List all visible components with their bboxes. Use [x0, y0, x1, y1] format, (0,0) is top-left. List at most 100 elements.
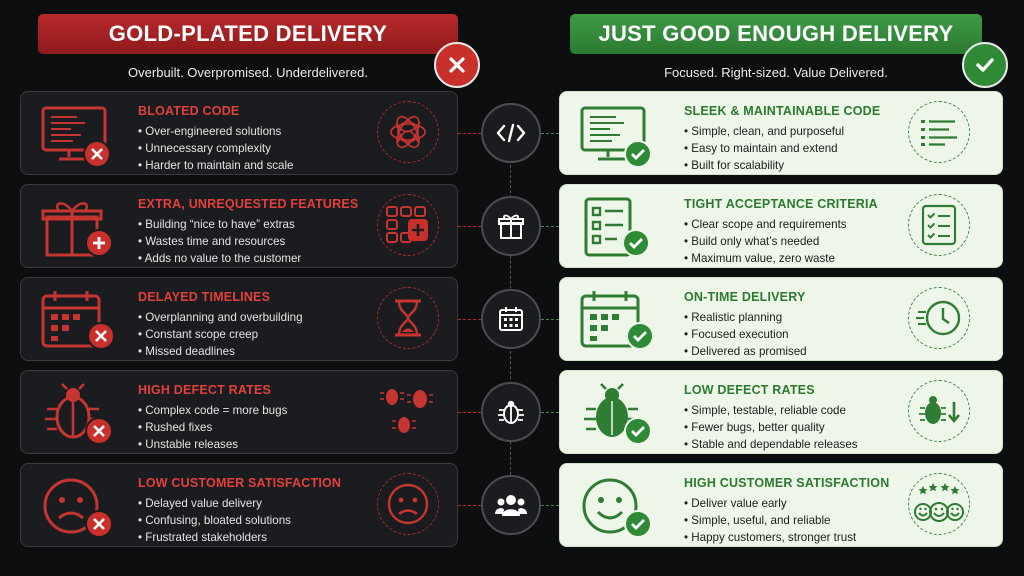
- connector: [458, 319, 481, 320]
- monitor-x-icon: [39, 102, 119, 168]
- gold-plated-banner: GOLD-PLATED DELIVERY: [38, 14, 458, 54]
- row-title: HIGH DEFECT RATES: [138, 383, 272, 397]
- connector: [458, 412, 481, 413]
- bug-x-icon: [39, 381, 119, 447]
- left-row-high-defects: HIGH DEFECT RATES Complex code = more bu…: [20, 370, 458, 454]
- connector: [458, 226, 481, 227]
- good-enough-title: JUST GOOD ENOUGH DELIVERY: [598, 21, 954, 46]
- stars-faces-icon: [908, 473, 970, 535]
- left-row-extra-features: EXTRA, UNREQUESTED FEATURES Building “ni…: [20, 184, 458, 268]
- bullet: Stable and dependable releases: [684, 436, 857, 453]
- bug-icon: [481, 382, 541, 442]
- list-lines-icon: [908, 101, 970, 163]
- bullet: Unstable releases: [138, 436, 287, 453]
- gift-icon: [481, 196, 541, 256]
- bullet: Confusing, bloated solutions: [138, 512, 291, 529]
- smile-check-icon: [578, 474, 658, 540]
- connector: [541, 133, 559, 134]
- bullet-list: Building “nice to have” extras Wastes ti…: [138, 216, 302, 267]
- bullet-list: Over-engineered solutions Unnecessary co…: [138, 123, 294, 174]
- checklist-check-icon: [578, 195, 658, 261]
- blocks-plus-icon: [377, 194, 439, 256]
- bullet: Rushed fixes: [138, 419, 287, 436]
- row-title: DELAYED TIMELINES: [138, 290, 271, 304]
- row-title: HIGH CUSTOMER SATISFACTION: [684, 476, 890, 490]
- right-row-low-defects: LOW DEFECT RATES Simple, testable, relia…: [559, 370, 1003, 454]
- good-enough-subtitle: Focused. Right-sized. Value Delivered.: [664, 65, 888, 80]
- bullet: Missed deadlines: [138, 343, 303, 360]
- x-icon: [434, 42, 480, 88]
- bullet-list: Delayed value delivery Confusing, bloate…: [138, 495, 291, 546]
- connector: [541, 319, 559, 320]
- check-icon: [962, 42, 1008, 88]
- bullet: Wastes time and resources: [138, 233, 301, 250]
- connector: [541, 505, 559, 506]
- good-enough-banner: JUST GOOD ENOUGH DELIVERY: [570, 14, 982, 54]
- left-row-low-satisfaction: LOW CUSTOMER SATISFACTION Delayed value …: [20, 463, 458, 547]
- bugs-icon: [377, 380, 439, 442]
- right-row-acceptance-criteria: TIGHT ACCEPTANCE CRITERIA Clear scope an…: [559, 184, 1003, 268]
- sad-face-x-icon: [39, 474, 119, 540]
- row-title: LOW DEFECT RATES: [684, 383, 815, 397]
- bullet-list: Overplanning and overbuilding Constant s…: [138, 309, 303, 360]
- bullet: Focused execution: [684, 326, 807, 343]
- hourglass-icon: [377, 287, 439, 349]
- bullet-list: Realistic planning Focused execution Del…: [684, 309, 807, 360]
- bullet-list: Simple, testable, reliable code Fewer bu…: [684, 402, 858, 453]
- bullet: Constant scope creep: [138, 326, 303, 343]
- bullet-list: Complex code = more bugs Rushed fixes Un…: [138, 402, 287, 453]
- row-title: SLEEK & MAINTAINABLE CODE: [684, 104, 881, 118]
- code-icon: [481, 103, 541, 163]
- connector: [458, 133, 481, 134]
- calendar-x-icon: [39, 288, 119, 354]
- bullet: Adds no value to the customer: [138, 250, 302, 267]
- users-icon: [481, 475, 541, 535]
- bullet: Build only what’s needed: [684, 233, 847, 250]
- bullet: Maximum value, zero waste: [684, 250, 847, 267]
- bullet: Built for scalability: [684, 157, 844, 174]
- bullet-list: Simple, clean, and purposeful Easy to ma…: [684, 123, 844, 174]
- frown-icon: [377, 473, 439, 535]
- bullet: Simple, testable, reliable code: [684, 402, 858, 419]
- row-title: EXTRA, UNREQUESTED FEATURES: [138, 197, 359, 211]
- bug-check-icon: [578, 381, 658, 447]
- bullet: Delayed value delivery: [138, 495, 291, 512]
- gold-plated-title: GOLD-PLATED DELIVERY: [108, 21, 388, 46]
- connector: [541, 412, 559, 413]
- bullet: Happy customers, stronger trust: [684, 529, 856, 546]
- bullet: Deliver value early: [684, 495, 856, 512]
- bullet: Realistic planning: [684, 309, 807, 326]
- row-title: TIGHT ACCEPTANCE CRITERIA: [684, 197, 878, 211]
- bullet-list: Clear scope and requirements Build only …: [684, 216, 847, 267]
- fast-clock-icon: [908, 287, 970, 349]
- calendar-icon: [481, 289, 541, 349]
- bullet: Clear scope and requirements: [684, 216, 846, 233]
- row-title: ON-TIME DELIVERY: [684, 290, 806, 304]
- bullet: Over-engineered solutions: [138, 123, 294, 140]
- bullet: Fewer bugs, better quality: [684, 419, 858, 436]
- bullet: Frustrated stakeholders: [138, 529, 291, 546]
- bullet: Simple, clean, and purposeful: [684, 123, 844, 140]
- right-row-sleek-code: SLEEK & MAINTAINABLE CODE Simple, clean,…: [559, 91, 1003, 175]
- bullet: Harder to maintain and scale: [138, 157, 293, 174]
- gold-plated-subtitle: Overbuilt. Overpromised. Underdelivered.: [128, 65, 368, 80]
- bullet: Simple, useful, and reliable: [684, 512, 856, 529]
- row-title: LOW CUSTOMER SATISFACTION: [138, 476, 342, 490]
- calendar-check-icon: [578, 288, 658, 354]
- monitor-check-icon: [578, 102, 658, 168]
- gift-plus-icon: [39, 195, 119, 261]
- bullet: Delivered as promised: [684, 343, 806, 360]
- bullet: Complex code = more bugs: [138, 402, 287, 419]
- tangle-icon: [377, 101, 439, 163]
- bullet: Building “nice to have” extras: [138, 216, 301, 233]
- connector: [541, 226, 559, 227]
- right-row-on-time-delivery: ON-TIME DELIVERY Realistic planning Focu…: [559, 277, 1003, 361]
- row-title: BLOATED CODE: [138, 104, 240, 118]
- left-row-delayed-timelines: DELAYED TIMELINES Overplanning and overb…: [20, 277, 458, 361]
- left-row-bloated-code: BLOATED CODE Over-engineered solutions U…: [20, 91, 458, 175]
- bullet-list: Deliver value early Simple, useful, and …: [684, 495, 856, 546]
- connector: [458, 505, 481, 506]
- bullet: Easy to maintain and extend: [684, 140, 844, 157]
- bullet: Unnecessary complexity: [138, 140, 294, 157]
- right-row-high-satisfaction: HIGH CUSTOMER SATISFACTION Deliver value…: [559, 463, 1003, 547]
